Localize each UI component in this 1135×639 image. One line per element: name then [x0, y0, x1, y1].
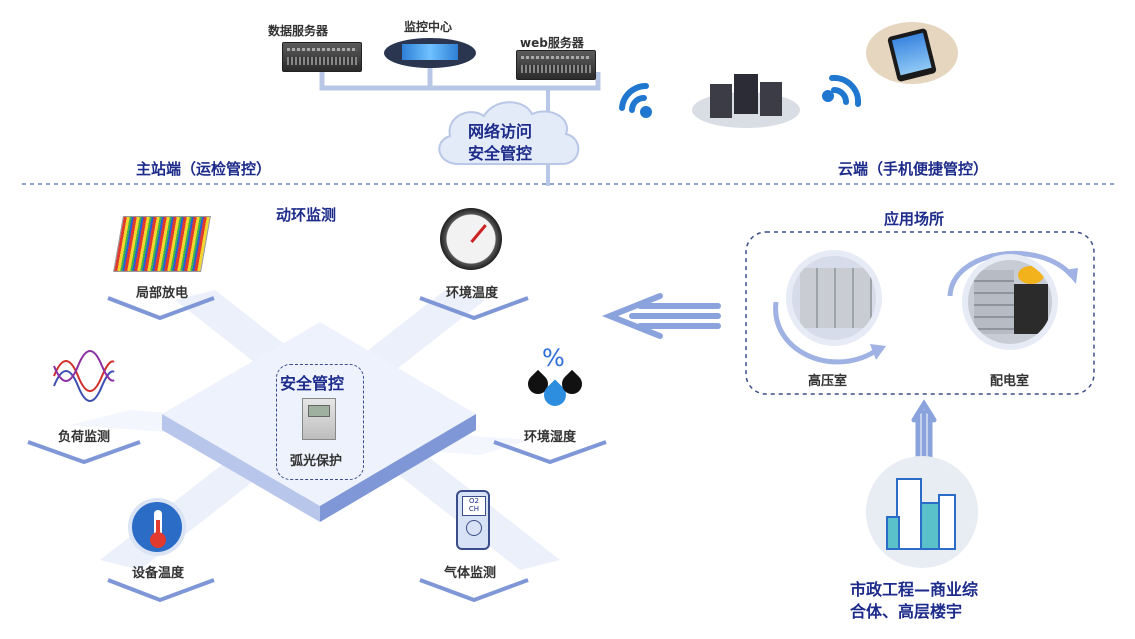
- cloud-server-1: [710, 84, 732, 118]
- arc-protection-label: 弧光保护: [290, 454, 343, 469]
- up-arrow: [911, 399, 937, 459]
- platform-right-side: [320, 414, 476, 522]
- sensor-plates: [27, 296, 607, 603]
- monitor-center-label: 监控中心: [404, 20, 453, 34]
- thermometer-gauge-icon: [440, 208, 502, 270]
- humidity-percent-icon: %: [542, 344, 565, 372]
- load-monitoring-label: 负荷监测: [58, 430, 111, 445]
- monitoring-title: 动环监测: [276, 206, 337, 224]
- gas-detector-text-top: O2: [469, 497, 479, 505]
- web-server-icon: [516, 50, 596, 80]
- equipment-temperature-label: 设备温度: [132, 566, 185, 581]
- gas-detector-icon: O2 CH: [456, 490, 490, 550]
- application-box: [745, 231, 1095, 395]
- thermometer-icon: [128, 498, 186, 556]
- building-caption-line2: 合体、高层楼宇: [850, 602, 963, 621]
- cloud-server-2: [734, 74, 758, 114]
- cloud-server-3: [760, 82, 782, 116]
- web-server-label: web服务器: [520, 36, 584, 50]
- wifi-left-icon: [619, 82, 652, 118]
- env-temperature-label: 环境温度: [446, 286, 499, 301]
- server-link-line: [319, 70, 601, 91]
- high-voltage-room-photo: [786, 250, 882, 346]
- gas-detector-text-bottom: CH: [468, 505, 480, 513]
- arc-protection-device-icon: [302, 398, 336, 440]
- phone-icon: [887, 27, 937, 83]
- partial-discharge-chart-icon: [113, 216, 211, 272]
- data-server-label: 数据服务器: [268, 24, 329, 38]
- env-humidity-label: 环境湿度: [524, 430, 577, 445]
- safety-control-title: 安全管控: [280, 374, 345, 393]
- hv-room-arrow: [773, 301, 876, 365]
- safety-control-box: [276, 364, 364, 480]
- network-cloud-text-2: 安全管控: [468, 144, 533, 163]
- distribution-room-photo: [962, 254, 1058, 350]
- monitor-center-icon: [384, 38, 476, 68]
- cloud-side-title: 云端（手机便捷管控）: [838, 160, 989, 178]
- network-cloud-shape: [438, 101, 580, 165]
- distribution-room-label: 配电室: [990, 374, 1030, 389]
- gas-monitoring-label: 气体监测: [444, 566, 497, 581]
- application-title: 应用场所: [884, 210, 945, 228]
- network-cloud-text-1: 网络访问: [468, 122, 533, 141]
- left-arrow: [601, 293, 721, 339]
- high-voltage-room-label: 高压室: [808, 374, 848, 389]
- mobile-phone-image: [866, 22, 958, 84]
- building-icon: [866, 456, 978, 568]
- building-caption-line1: 市政工程—商业综: [850, 580, 979, 599]
- platform-left-side: [162, 414, 320, 522]
- partial-discharge-label: 局部放电: [136, 286, 189, 301]
- data-server-icon: [282, 42, 362, 72]
- master-station-title: 主站端（运检管控）: [136, 160, 272, 178]
- wifi-right-icon: [822, 74, 862, 107]
